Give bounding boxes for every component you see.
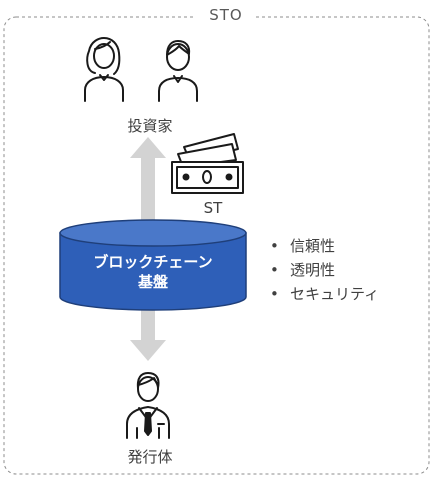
blockchain-label: ブロックチェーン 基盤 (60, 252, 246, 292)
feature-list: • 信頼性 • 透明性 • セキュリティ (270, 234, 379, 306)
investor-label: 投資家 (127, 117, 173, 135)
security-token-label: ST (203, 199, 223, 217)
issuer-label: 発行体 (127, 448, 173, 466)
feature-text: 透明性 (290, 261, 336, 279)
bullet-icon: • (270, 237, 279, 255)
feature-text: セキュリティ (290, 285, 380, 303)
feature-text: 信頼性 (290, 237, 336, 255)
banknote-icon (171, 133, 244, 194)
blockchain-label-line2: 基盤 (137, 273, 168, 291)
feature-item: • 信頼性 (270, 234, 379, 258)
blockchain-cylinder (59, 219, 247, 311)
feature-item: • セキュリティ (270, 282, 379, 306)
feature-item: • 透明性 (270, 258, 379, 282)
bullet-icon: • (270, 261, 279, 279)
businessman-icon (126, 372, 170, 439)
blockchain-label-line1: ブロックチェーン (93, 253, 213, 271)
bullet-icon: • (270, 285, 279, 303)
investor-woman-icon (84, 37, 124, 102)
frame-title: STO (196, 6, 256, 24)
investor-man-icon (158, 40, 198, 102)
